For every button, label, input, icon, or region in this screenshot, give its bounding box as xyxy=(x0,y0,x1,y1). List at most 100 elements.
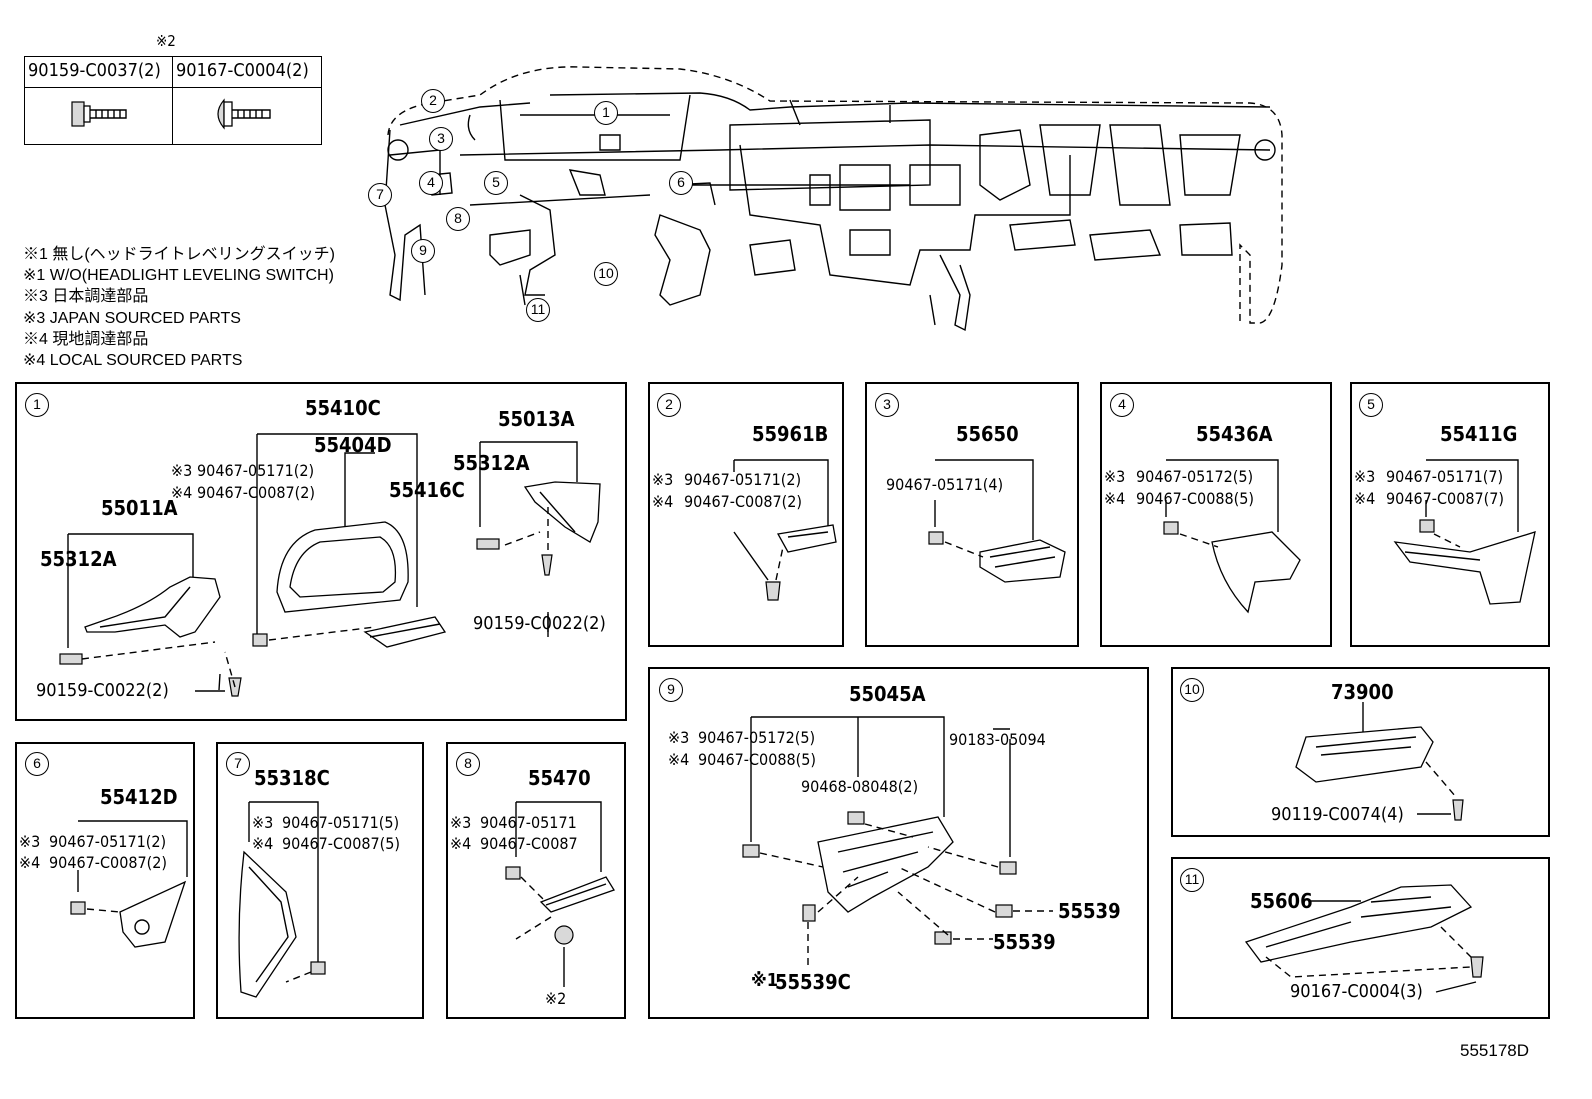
panel-9 xyxy=(648,667,1149,1019)
panel-8-number: 8 xyxy=(456,752,480,776)
table-col2-label: 90167-C0004(2) xyxy=(176,60,309,81)
mark-4: ※4 xyxy=(252,834,274,853)
panel-5-number: 5 xyxy=(1359,393,1383,417)
screw-90467-05171[interactable]: 90467-05171 xyxy=(480,813,577,832)
panel-3-drawing xyxy=(928,459,1066,583)
panel-10-drawing xyxy=(1295,702,1464,821)
note-line: ※4 LOCAL SOURCED PARTS xyxy=(23,352,243,369)
screw-90159-C0022-right[interactable]: 90159-C0022(2) xyxy=(473,613,606,634)
mark-3: ※3 xyxy=(1104,467,1126,486)
screw-90467-05171[interactable]: 90467-05171(7) xyxy=(1386,467,1504,486)
mark-4: ※4 xyxy=(171,483,193,502)
panel-4-number: 4 xyxy=(1110,393,1134,417)
panel-6-drawing xyxy=(70,820,188,948)
part-55416C[interactable]: 55416C xyxy=(389,478,465,502)
mark-3: ※3 xyxy=(252,813,274,832)
screw-90467-C0087[interactable]: 90467-C0087(2) xyxy=(684,492,803,511)
screw-90467-C0087[interactable]: 90467-C0087 xyxy=(480,834,578,853)
screw-90467-05171[interactable]: 90467-05171(4) xyxy=(886,475,1004,494)
screw-90467-C0087[interactable]: 90467-C0087(2) xyxy=(197,483,316,502)
table-col1-label: 90159-C0037(2) xyxy=(28,60,161,81)
overview-callout[interactable]: 5 xyxy=(484,171,508,195)
mark-4: ※4 xyxy=(668,750,690,769)
overview-callout[interactable]: 8 xyxy=(446,207,470,231)
screw-90467-C0088[interactable]: 90467-C0088(5) xyxy=(698,750,817,769)
mark-4: ※4 xyxy=(1354,489,1376,508)
mark-4: ※4 xyxy=(1104,489,1126,508)
panel-7-drawing xyxy=(238,801,326,998)
screw-90467-05171[interactable]: 90467-05171(2) xyxy=(197,461,315,480)
mark-3: ※3 xyxy=(668,728,690,747)
panel-2-number: 2 xyxy=(657,393,681,417)
part-55411G[interactable]: 55411G xyxy=(1440,422,1518,446)
overview-callout[interactable]: 9 xyxy=(411,239,435,263)
part-55539-b[interactable]: 55539 xyxy=(993,930,1056,954)
panel-5-drawing xyxy=(1393,459,1536,605)
panel-11-number: 11 xyxy=(1180,868,1204,892)
overview-callout[interactable]: 4 xyxy=(419,171,443,195)
panel-1-number: 1 xyxy=(25,393,49,417)
panel-10 xyxy=(1171,667,1550,837)
fastener-table xyxy=(24,56,322,145)
part-73900[interactable]: 73900 xyxy=(1331,680,1394,704)
screw-90467-05172[interactable]: 90467-05172(5) xyxy=(1136,467,1254,486)
panel-3-number: 3 xyxy=(875,393,899,417)
part-55539C[interactable]: 55539C xyxy=(775,970,851,994)
part-55436A[interactable]: 55436A xyxy=(1196,422,1273,446)
screw-90467-05171[interactable]: 90467-05171(5) xyxy=(282,813,400,832)
clip-90183-05094[interactable]: 90183-05094 xyxy=(949,730,1046,749)
panel-9-drawing xyxy=(742,716,1053,967)
screw-90159-C0022-left[interactable]: 90159-C0022(2) xyxy=(36,680,169,701)
overview-callout[interactable]: 1 xyxy=(594,101,618,125)
panel-7 xyxy=(216,742,424,1019)
panel-7-number: 7 xyxy=(226,752,250,776)
note-line: ※3 JAPAN SOURCED PARTS xyxy=(23,310,241,327)
screw-90167-C0004[interactable]: 90167-C0004(3) xyxy=(1290,981,1423,1002)
screw-90467-C0087[interactable]: 90467-C0087(7) xyxy=(1386,489,1505,508)
screw-90467-05171[interactable]: 90467-05171(2) xyxy=(684,470,802,489)
part-55011A[interactable]: 55011A xyxy=(101,496,178,520)
overview-callout[interactable]: 6 xyxy=(669,171,693,195)
mark-4: ※4 xyxy=(19,853,41,872)
screw-90467-C0087[interactable]: 90467-C0087(2) xyxy=(49,853,168,872)
panel-3 xyxy=(865,382,1079,647)
part-55318C[interactable]: 55318C xyxy=(254,766,330,790)
part-55412D[interactable]: 55412D xyxy=(100,785,178,809)
table-bolt-drawings xyxy=(71,98,271,130)
part-55539-a[interactable]: 55539 xyxy=(1058,899,1121,923)
clip-90468-08048[interactable]: 90468-08048(2) xyxy=(801,777,919,796)
overview-callout[interactable]: 7 xyxy=(368,183,392,207)
screw-90467-05172[interactable]: 90467-05172(5) xyxy=(698,728,816,747)
part-55410C[interactable]: 55410C xyxy=(305,396,381,420)
screw-90467-C0087[interactable]: 90467-C0087(5) xyxy=(282,834,401,853)
flange-bolt-icon xyxy=(71,101,127,127)
panel-1-drawing xyxy=(59,433,601,697)
panel-2-drawing xyxy=(733,459,837,601)
table-note: ※2 xyxy=(156,32,176,50)
figure-id: 555178D xyxy=(1460,1041,1530,1060)
mark-3: ※3 xyxy=(652,470,674,489)
overview-callout[interactable]: 11 xyxy=(526,298,550,322)
instrument-panel-overview xyxy=(384,66,1283,332)
part-55312A-left[interactable]: 55312A xyxy=(40,547,117,571)
overview-callout[interactable]: 2 xyxy=(421,89,445,113)
part-55013A[interactable]: 55013A xyxy=(498,407,575,431)
panel-8-drawing xyxy=(505,801,615,987)
panel-5 xyxy=(1350,382,1550,647)
mark-3: ※3 xyxy=(1354,467,1376,486)
screw-90119-C0074[interactable]: 90119-C0074(4) xyxy=(1271,804,1404,825)
panel-10-number: 10 xyxy=(1180,678,1204,702)
part-55650[interactable]: 55650 xyxy=(956,422,1019,446)
part-55606[interactable]: 55606 xyxy=(1250,889,1313,913)
panel-8 xyxy=(446,742,626,1019)
part-55045A[interactable]: 55045A xyxy=(849,682,926,706)
panel-2 xyxy=(648,382,844,647)
part-55961B[interactable]: 55961B xyxy=(752,422,829,446)
part-55312A-right[interactable]: 55312A xyxy=(453,451,530,475)
overview-callout[interactable]: 3 xyxy=(429,127,453,151)
screw-90467-05171[interactable]: 90467-05171(2) xyxy=(49,832,167,851)
part-55470[interactable]: 55470 xyxy=(528,766,591,790)
overview-callout[interactable]: 10 xyxy=(594,262,618,286)
panel-11-drawing xyxy=(1244,884,1484,993)
part-55404D[interactable]: 55404D xyxy=(314,433,392,457)
